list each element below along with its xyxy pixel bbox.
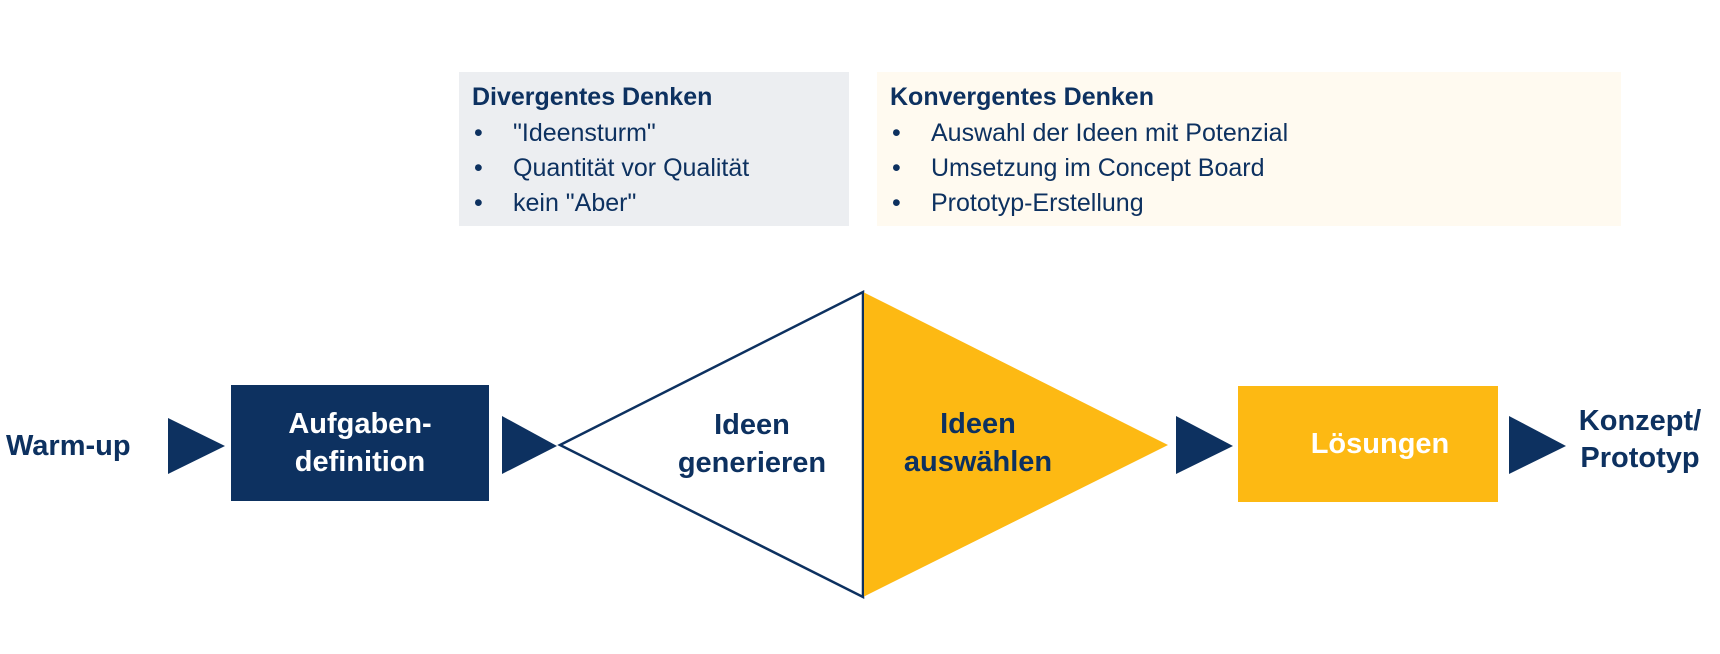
divergent-thinking-title: Divergentes Denken	[472, 83, 713, 111]
arrow-icon	[1176, 416, 1233, 474]
select-ideas-label: Ideen auswählen	[876, 405, 1080, 481]
warmup-label: Warm-up	[6, 427, 154, 465]
list-item: • Quantität vor Qualität	[472, 151, 836, 186]
list-item-text: Quantität vor Qualität	[513, 154, 750, 182]
arrow-icon	[168, 418, 225, 474]
warmup-text: Warm-up	[6, 430, 131, 462]
list-item: • kein "Aber"	[472, 186, 836, 221]
bullet-icon: •	[474, 154, 483, 182]
task-definition-line2: definition	[294, 446, 426, 478]
converge-triangle	[863, 292, 1168, 597]
list-item-text: Auswahl der Ideen mit Potenzial	[931, 119, 1289, 147]
bullet-icon: •	[474, 119, 483, 147]
list-item: • Umsetzung im Concept Board	[890, 151, 1608, 186]
divergent-thinking-list: • "Ideensturm" • Quantität vor Qualität • k…	[472, 116, 836, 221]
list-item: • Auswahl der Ideen mit Potenzial	[890, 116, 1608, 151]
task-definition-box	[231, 385, 489, 501]
solutions-box	[1238, 386, 1498, 502]
convergent-thinking-list: • Auswahl der Ideen mit Potenzial • Umsetz…	[890, 116, 1608, 221]
concept-prototype-label: Konzept/ Prototyp	[1563, 403, 1717, 477]
generate-ideas-line2: generieren	[677, 447, 827, 479]
solutions-label: Lösungen	[1238, 425, 1522, 463]
task-definition-line1: Aufgaben-	[288, 408, 432, 440]
bullet-icon: •	[892, 189, 901, 217]
bullet-icon: •	[892, 154, 901, 182]
list-item-text: Prototyp-Erstellung	[931, 189, 1144, 217]
list-item: • "Ideensturm"	[472, 116, 836, 151]
select-ideas-line2: auswählen	[903, 446, 1053, 478]
bullet-icon: •	[892, 119, 901, 147]
task-definition-label: Aufgaben- definition	[231, 405, 489, 481]
arrow-icon	[1509, 416, 1566, 474]
arrow-icon	[502, 416, 557, 474]
list-item: • Prototyp-Erstellung	[890, 186, 1608, 221]
convergent-thinking-title: Konvergentes Denken	[890, 83, 1154, 111]
list-item-text: "Ideensturm"	[513, 119, 656, 147]
divergent-thinking-panel: Divergentes Denken • "Ideensturm" • Quanti…	[459, 72, 849, 226]
solutions-text: Lösungen	[1310, 428, 1450, 460]
generate-ideas-line1: Ideen	[714, 409, 790, 441]
list-item-text: kein "Aber"	[513, 189, 637, 217]
select-ideas-line1: Ideen	[940, 408, 1016, 440]
list-item-text: Umsetzung im Concept Board	[931, 154, 1265, 182]
concept-prototype-line2: Prototyp	[1580, 442, 1700, 474]
generate-ideas-label: Ideen generieren	[652, 406, 852, 482]
convergent-thinking-panel: Konvergentes Denken • Auswahl der Ideen m…	[877, 72, 1621, 226]
concept-prototype-line1: Konzept/	[1578, 405, 1702, 437]
bullet-icon: •	[474, 189, 483, 217]
